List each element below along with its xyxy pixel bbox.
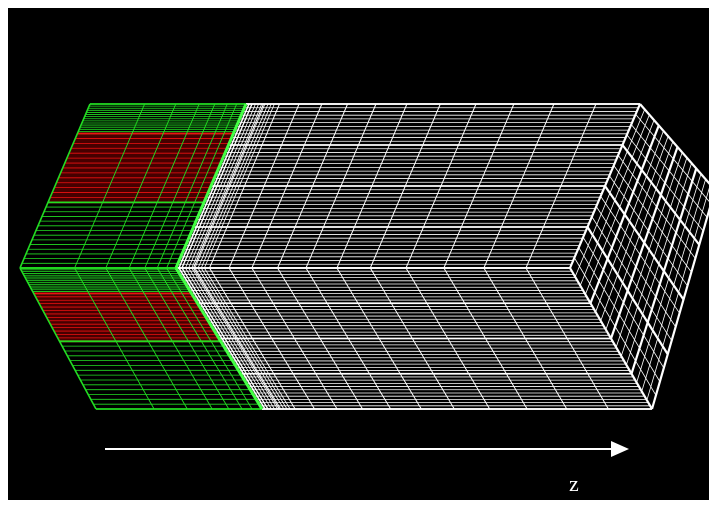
colored-z-line — [166, 103, 238, 269]
end-face-line-u — [630, 168, 698, 375]
colored-z-line — [74, 103, 146, 269]
end-face-line-v — [574, 257, 657, 396]
mesh-z-line — [181, 267, 269, 410]
mesh-z-line — [228, 103, 300, 269]
interface-edge-lower — [174, 267, 264, 410]
end-face-line-u — [641, 179, 707, 392]
colored-z-line — [128, 103, 200, 269]
interface-edge-upper — [174, 103, 248, 269]
colored-z-line — [105, 103, 177, 269]
mesh-z-line-fine — [191, 103, 263, 269]
colored-z-line — [128, 267, 213, 410]
colored-z-line — [19, 267, 97, 410]
mesh-z-line — [228, 267, 315, 410]
mesh-z-line — [251, 103, 323, 269]
mesh-z-line — [336, 267, 422, 410]
mesh-z-line — [277, 103, 349, 269]
colored-z-line — [144, 267, 230, 410]
end-face-line-v — [578, 247, 661, 382]
end-face-line-u — [625, 163, 692, 366]
mesh-z-line-fine — [200, 103, 272, 269]
end-face-line-u — [650, 189, 717, 410]
end-face-line-u — [636, 173, 702, 383]
mesh-z-line — [405, 267, 491, 410]
mesh-z-line — [443, 267, 528, 410]
colored-z-line — [105, 267, 188, 410]
colored-z-line — [156, 103, 228, 269]
mesh-z-line — [305, 103, 377, 269]
end-face-line-v — [595, 206, 676, 328]
end-face-line-v — [582, 237, 665, 369]
mesh-z-line-fine — [197, 103, 269, 269]
end-face-line-u — [620, 157, 688, 357]
end-face-line-v — [586, 226, 669, 355]
end-face-line-u — [646, 184, 711, 401]
mesh-z-line-fine — [185, 267, 272, 410]
interface-white-lower — [178, 267, 266, 410]
mesh-z-line — [405, 103, 477, 269]
mesh-z-line-fine — [200, 267, 288, 410]
interface-white-upper — [178, 103, 250, 269]
colored-z-line — [166, 267, 253, 410]
mesh-z-line-fine — [197, 267, 285, 410]
colored-z-line — [19, 103, 91, 269]
mesh-z-line — [336, 103, 408, 269]
mesh-z-line — [525, 267, 609, 410]
mesh-z-line — [193, 103, 264, 269]
mesh-z-line — [181, 103, 253, 269]
end-face-line-v — [569, 267, 653, 410]
mesh-z-line-fine — [188, 103, 259, 269]
material-interface-line — [174, 103, 266, 410]
z-axis-arrowhead — [611, 441, 629, 457]
mesh-z-line-fine — [181, 267, 269, 410]
end-face-line-v — [591, 216, 673, 341]
colored-z-line — [144, 103, 216, 269]
mesh-z-line — [483, 267, 568, 410]
mesh-z-line-fine — [188, 267, 275, 410]
end-face-line-u — [615, 152, 683, 348]
mesh-z-line-fine — [194, 103, 266, 269]
mesh-z-line — [251, 267, 338, 410]
mesh-z-line — [369, 103, 441, 269]
colored-z-line — [74, 267, 155, 410]
mesh-z-line — [369, 267, 455, 410]
colored-mesh-block — [19, 103, 263, 410]
mesh-z-line-fine — [204, 103, 275, 269]
mesh-z-line — [443, 103, 515, 269]
mesh-z-line-fine — [204, 267, 291, 410]
mesh-z-line-fine — [191, 267, 278, 410]
mesh-z-line-fine — [185, 103, 256, 269]
end-face-mesh — [568, 103, 717, 410]
mesh-z-line — [193, 267, 280, 410]
end-face-line-v — [604, 185, 685, 301]
mesh-z-line-fine — [194, 267, 282, 410]
mesh-z-line — [525, 103, 597, 269]
mesh-z-line-fine — [181, 103, 253, 269]
z-axis-label: z — [569, 471, 579, 496]
mesh-z-line — [305, 267, 392, 410]
mesh-z-line — [209, 103, 280, 269]
mesh-z-line — [209, 267, 296, 410]
colored-z-line — [156, 267, 243, 410]
mesh-z-line — [277, 267, 363, 410]
mesh-z-line — [483, 103, 555, 269]
end-face-line-v — [600, 196, 680, 314]
